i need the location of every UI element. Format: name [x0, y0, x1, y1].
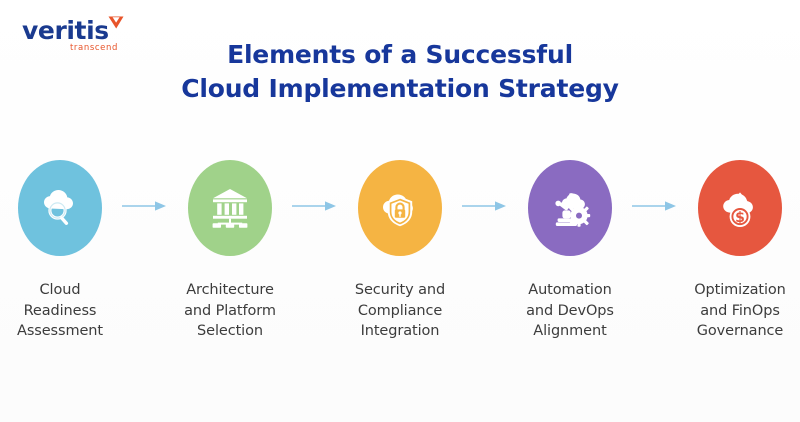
flow-connector-2	[289, 200, 341, 212]
bank-columns-network-icon	[212, 189, 248, 228]
flow-step-bubble: $	[698, 160, 782, 256]
brand-logo: veritis transcend	[22, 14, 152, 58]
page-title-line-2: Cloud Implementation Strategy	[181, 73, 619, 103]
cloud-magnifier-icon	[44, 190, 73, 225]
flow-step-label: Automation and DevOps Alignment	[526, 282, 614, 340]
flow-connector-1	[119, 200, 171, 212]
cloud-arrow-dollar-icon: $	[723, 192, 753, 227]
arrow-right-icon	[292, 201, 336, 211]
arrow-right-icon	[632, 201, 676, 211]
flow-step-bubble	[188, 160, 272, 256]
flow-step-cloud-readiness-assessment: Cloud Readiness Assessment	[1, 160, 119, 342]
flow-connector-3	[459, 200, 511, 212]
veritis-chevron-mark-icon	[108, 16, 124, 29]
arrow-right-icon	[122, 201, 166, 211]
flow-step-label: Architecture and Platform Selection	[184, 282, 276, 340]
process-flow: Cloud Readiness Assessment	[0, 160, 800, 360]
cloud-shield-lock-icon	[383, 194, 413, 227]
flow-step-bubble	[358, 160, 442, 256]
flow-step-security-and-compliance-integration: Security and Compliance Integration	[341, 160, 459, 342]
flow-step-label: Cloud Readiness Assessment	[17, 282, 103, 340]
robot-arm-gear-icon	[555, 193, 591, 227]
flow-step-optimization-and-finops-governance: $ Optimization and FinOps Governance	[681, 160, 799, 342]
flow-step-bubble	[18, 160, 102, 256]
flow-step-automation-and-devops-alignment: Automation and DevOps Alignment	[511, 160, 629, 342]
flow-connector-4	[629, 200, 681, 212]
page-title-line-1: Elements of a Successful	[227, 40, 573, 69]
page-title: Elements of a Successful Cloud Implement…	[0, 38, 800, 106]
flow-step-label: Optimization and FinOps Governance	[694, 282, 786, 340]
arrow-right-icon	[462, 201, 506, 211]
svg-text:$: $	[735, 210, 745, 226]
brand-name: veritis	[22, 16, 109, 45]
flow-step-label: Security and Compliance Integration	[354, 282, 446, 340]
brand-tagline: transcend	[70, 43, 118, 53]
flow-step-bubble	[528, 160, 612, 256]
flow-step-architecture-and-platform-selection: Architecture and Platform Selection	[171, 160, 289, 342]
